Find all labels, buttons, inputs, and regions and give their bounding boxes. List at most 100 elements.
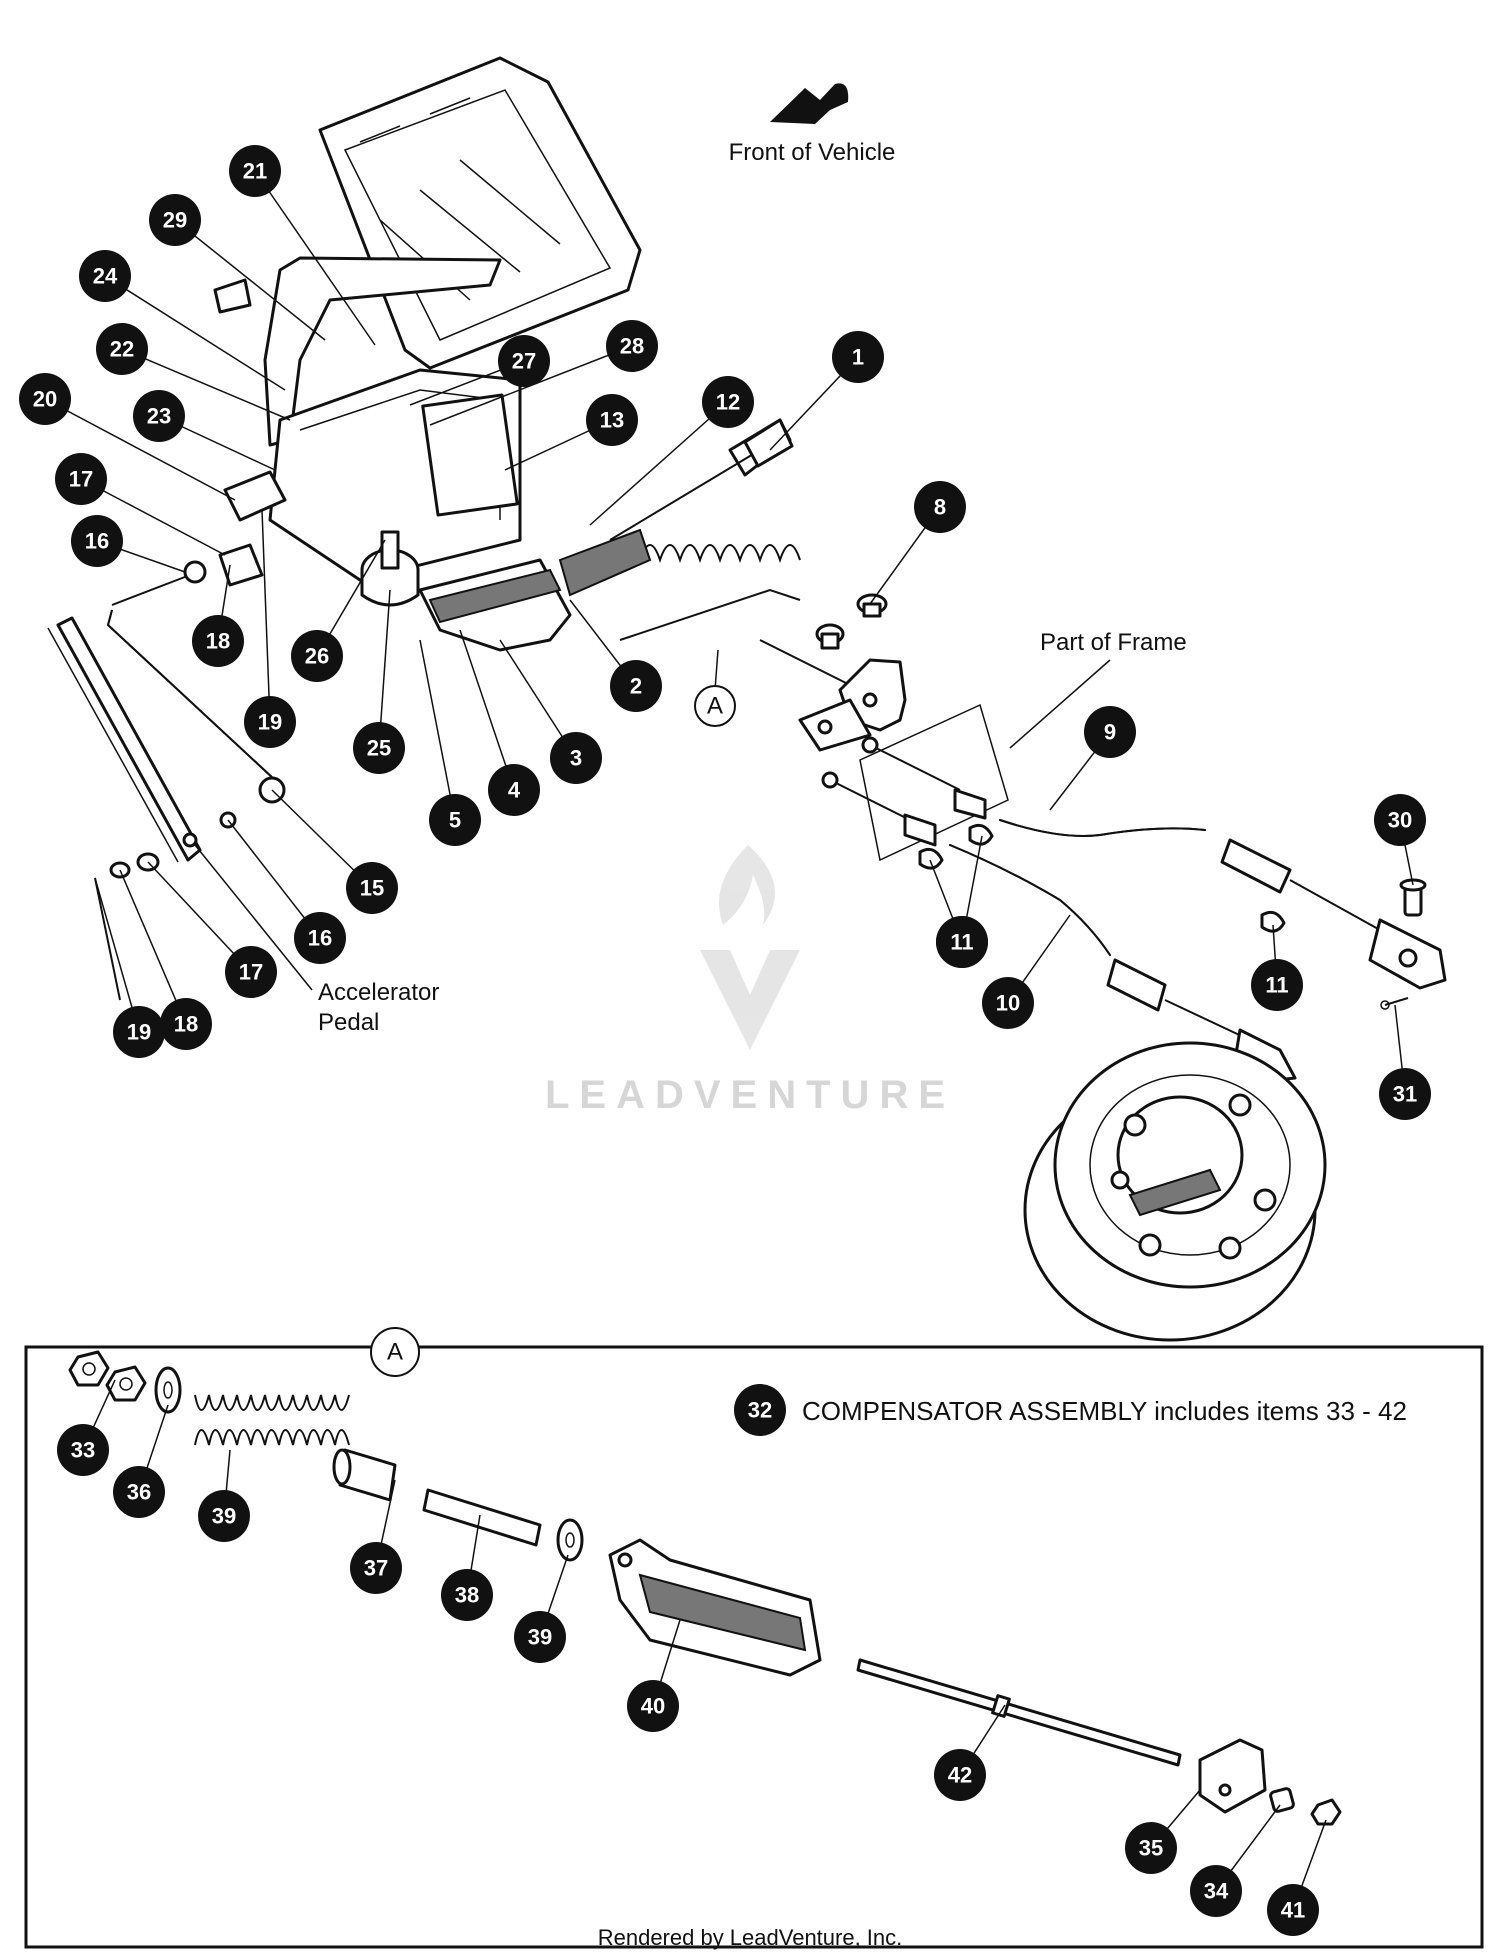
callout-41-label: 41 <box>1281 1898 1305 1923</box>
leader-line-25 <box>378 589 391 749</box>
callout-25: 25 <box>353 722 405 774</box>
detail-nuts <box>68 1350 147 1402</box>
detail-clevis <box>1198 1738 1267 1814</box>
callout-15: 15 <box>346 862 398 914</box>
callout-9-label: 9 <box>1104 720 1116 745</box>
callout-22-label: 22 <box>110 337 134 362</box>
callout-38: 38 <box>441 1569 493 1621</box>
rubber-bumper <box>815 593 888 650</box>
pedal-bracket <box>268 368 522 582</box>
callout-15-label: 15 <box>360 876 384 901</box>
callout-39: 39 <box>198 1490 250 1542</box>
callout-38-label: 38 <box>455 1583 479 1608</box>
callout-27-label: 27 <box>512 349 536 374</box>
detail-pin <box>1269 1787 1295 1813</box>
callout-35-label: 35 <box>1139 1836 1163 1861</box>
callout-36-label: 36 <box>127 1480 151 1505</box>
e-clip <box>918 823 1286 933</box>
callout-34-label: 34 <box>1204 1879 1229 1904</box>
accelerator-label: Accelerator <box>318 979 439 1006</box>
detail-a-box <box>24 1345 1484 1949</box>
leader-line-20 <box>44 398 236 501</box>
callout-26: 26 <box>291 630 343 682</box>
callout-5-label: 5 <box>449 808 461 833</box>
callout-18: 18 <box>160 998 212 1050</box>
callout-17-label: 17 <box>69 467 93 492</box>
callout-19: 19 <box>113 1006 165 1058</box>
detail-a-box-label: A <box>387 1339 403 1366</box>
callout-11-label: 11 <box>1265 973 1288 998</box>
leader-line-19 <box>261 509 271 723</box>
callout-4: 4 <box>488 764 540 816</box>
watermark-text: LEADVENTURE <box>545 1073 955 1117</box>
callout-17: 17 <box>55 453 107 505</box>
callout-40-label: 40 <box>641 1694 665 1719</box>
leader-line-21 <box>254 170 376 346</box>
callout-33-label: 33 <box>71 1438 95 1463</box>
callout-18-label: 18 <box>174 1012 198 1037</box>
callout-30: 30 <box>1374 794 1426 846</box>
brake-cable-upper <box>861 736 1447 990</box>
callout-18: 18 <box>192 615 244 667</box>
callout-42-label: 42 <box>948 1763 972 1788</box>
callout-3: 3 <box>550 732 602 784</box>
brake-lever <box>418 558 572 652</box>
detail-spring <box>194 1394 350 1446</box>
front-arrow-icon <box>770 83 849 124</box>
callout-16: 16 <box>71 515 123 567</box>
callout-13-label: 13 <box>600 408 624 433</box>
callout-39-label: 39 <box>212 1504 236 1529</box>
compensator-spring <box>558 528 801 641</box>
callout-13: 13 <box>586 394 638 446</box>
frame-plate <box>859 703 1009 862</box>
callout-27: 27 <box>498 335 550 387</box>
callout-40: 40 <box>627 1680 679 1732</box>
callout-37: 37 <box>350 1542 402 1594</box>
callouts: 1234589101111111213151616171718181919202… <box>19 145 1431 1936</box>
callout-19: 19 <box>244 696 296 748</box>
detail-rod <box>856 1658 1182 1767</box>
equalizer-bracket <box>798 658 907 752</box>
callout-23: 23 <box>133 390 185 442</box>
callout-39: 39 <box>514 1611 566 1663</box>
callout-25-label: 25 <box>367 736 391 761</box>
callout-31: 31 <box>1379 1068 1431 1120</box>
callout-3-label: 3 <box>570 746 582 771</box>
callout-35: 35 <box>1125 1822 1177 1874</box>
callout-11-label: 11 <box>950 930 973 955</box>
callout-28-label: 28 <box>620 334 644 359</box>
callout-2: 2 <box>610 660 662 712</box>
leader-line-5 <box>419 639 456 821</box>
callout-17: 17 <box>225 946 277 998</box>
callout-8: 8 <box>914 481 966 533</box>
callout-16-label: 16 <box>85 529 109 554</box>
callout-2-label: 2 <box>630 674 642 699</box>
callout-11: 11 <box>936 916 988 968</box>
callout-21: 21 <box>229 145 281 197</box>
leader-line-12 <box>589 401 729 526</box>
front-of-vehicle-label: Front of Vehicle <box>729 139 896 166</box>
callout-18-label: 18 <box>206 629 230 654</box>
detail-a-marker: A <box>694 649 736 727</box>
callout-20: 20 <box>19 373 71 425</box>
callout-34: 34 <box>1190 1865 1242 1917</box>
detail-sleeve <box>422 1488 542 1547</box>
brake-cable-lower <box>821 771 1297 1084</box>
watermark-logo <box>700 845 800 1050</box>
callout-11: 11 <box>1251 959 1303 1011</box>
detail-a-box-marker: A <box>370 1327 420 1377</box>
callout-32-label: 32 <box>748 1398 772 1423</box>
cotter-pin <box>1380 997 1409 1010</box>
callout-33: 33 <box>57 1424 109 1476</box>
callout-23-label: 23 <box>147 404 171 429</box>
detail-washer <box>154 1366 182 1414</box>
brake-drum <box>1023 1041 1327 1342</box>
callout-30-label: 30 <box>1388 808 1412 833</box>
callout-24: 24 <box>79 250 131 302</box>
callout-16-label: 16 <box>308 926 332 951</box>
leader-line-17 <box>80 478 226 556</box>
callout-36: 36 <box>113 1466 165 1518</box>
callout-28: 28 <box>606 320 658 372</box>
part-of-frame-label: Part of Frame <box>1040 629 1187 656</box>
